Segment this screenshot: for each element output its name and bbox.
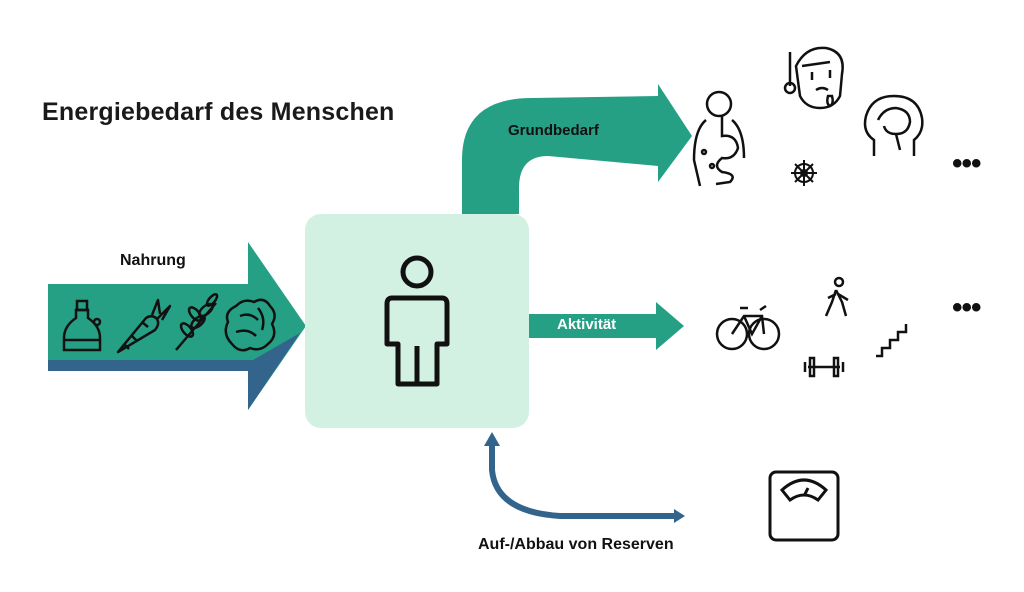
fever-icon — [783, 46, 844, 110]
page-title: Energiebedarf des Menschen — [42, 98, 395, 126]
more-activity-ellipsis: ••• — [952, 291, 981, 324]
person-icon — [384, 255, 450, 387]
nahrung-arrow — [48, 242, 306, 410]
label-reserven: Auf-/Abbau von Reserven — [478, 536, 674, 553]
digestion-icon — [692, 90, 746, 187]
label-nahrung: Nahrung — [120, 252, 186, 269]
label-grundbedarf: Grundbedarf — [508, 122, 599, 139]
wheat-icon — [175, 293, 219, 351]
carrot-icon — [116, 298, 172, 354]
human-box — [305, 214, 529, 428]
label-aktivitaet: Aktivität — [557, 316, 617, 333]
grundbedarf-arrow — [462, 84, 692, 214]
aktivitaet-arrow — [520, 302, 684, 350]
oil-bottle-icon — [62, 299, 102, 352]
brain-icon — [863, 94, 924, 156]
walnut-icon — [224, 298, 276, 352]
more-grundbedarf-ellipsis: ••• — [952, 147, 981, 180]
bicycle-icon — [715, 304, 781, 351]
scale-icon — [768, 470, 840, 542]
dumbbell-icon — [803, 356, 845, 378]
cell-icon — [791, 160, 817, 186]
reserven-arrow — [484, 432, 685, 523]
stairs-icon — [876, 324, 908, 358]
walking-icon — [824, 276, 849, 317]
